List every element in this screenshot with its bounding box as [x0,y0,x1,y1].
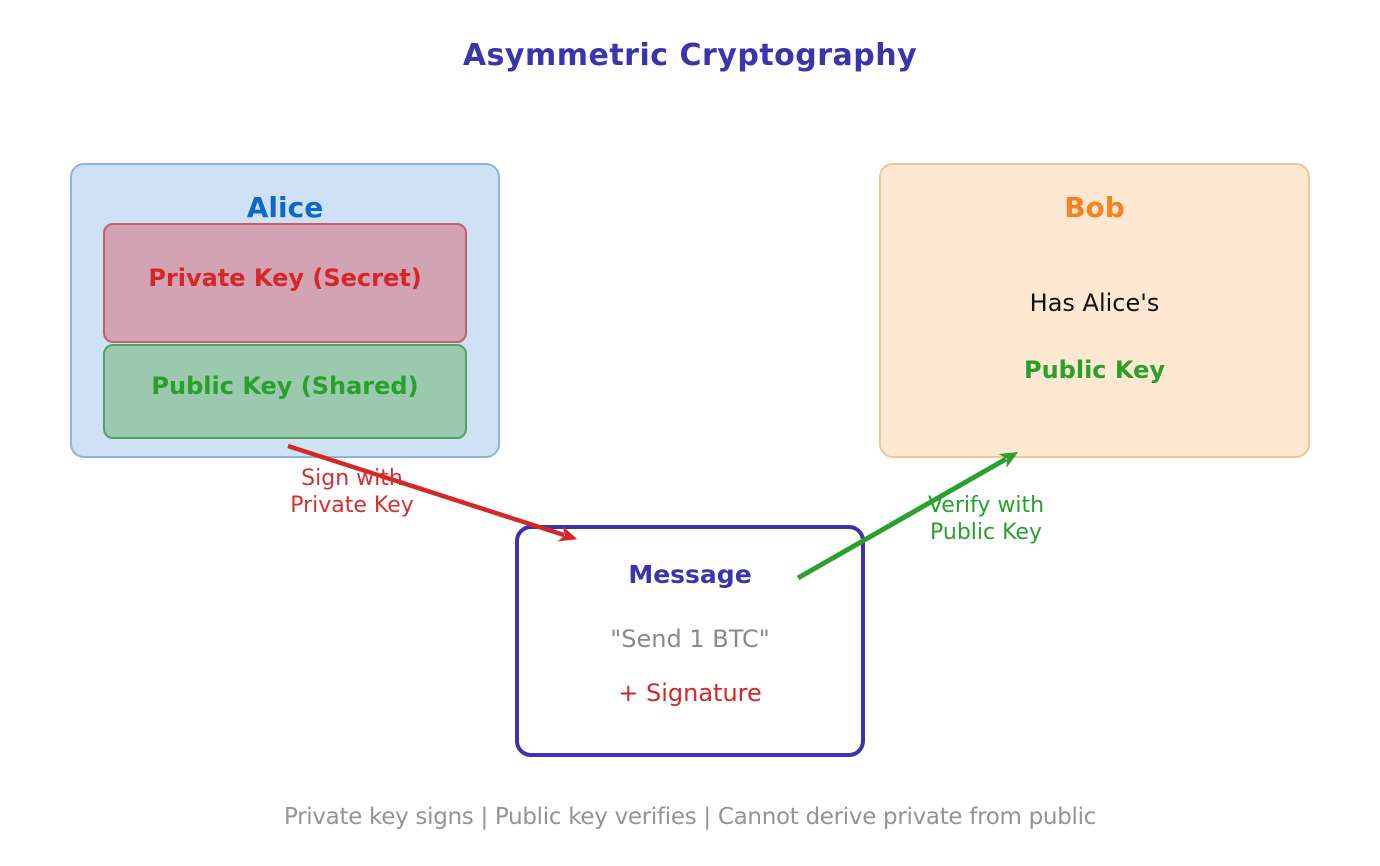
message-box: Message "Send 1 BTC" + Signature [515,525,865,757]
message-content-text: "Send 1 BTC" [610,625,770,653]
caption-text: Private key signs | Public key verifies … [283,804,1097,830]
public-key-label: Public Key (Shared) [151,371,419,400]
bob-has-alices-text: Has Alice's [1029,289,1160,317]
alice-label: Alice [246,191,324,224]
sign-arrow-label-line1: Sign with [301,466,403,491]
verify-arrow-label: Verify with Public Key [876,492,1096,546]
private-key-box: Private Key (Secret) [103,223,467,343]
verify-arrow-label-line2: Public Key [930,520,1042,545]
sign-arrow-label-line2: Private Key [290,493,414,518]
bob-label: Bob [1064,191,1125,224]
sign-arrow-label: Sign with Private Key [242,465,462,519]
message-label: Message [628,560,752,589]
public-key-box: Public Key (Shared) [103,344,467,439]
page-title: Asymmetric Cryptography [462,38,918,73]
message-signature-text: + Signature [618,679,762,707]
private-key-label: Private Key (Secret) [148,264,422,292]
alice-box: Alice Private Key (Secret) Public Key (S… [70,163,500,458]
verify-arrow-label-line1: Verify with [927,493,1045,518]
bob-public-key-text: Public Key [1024,356,1165,384]
bob-box: Bob Has Alice's Public Key [879,163,1310,458]
